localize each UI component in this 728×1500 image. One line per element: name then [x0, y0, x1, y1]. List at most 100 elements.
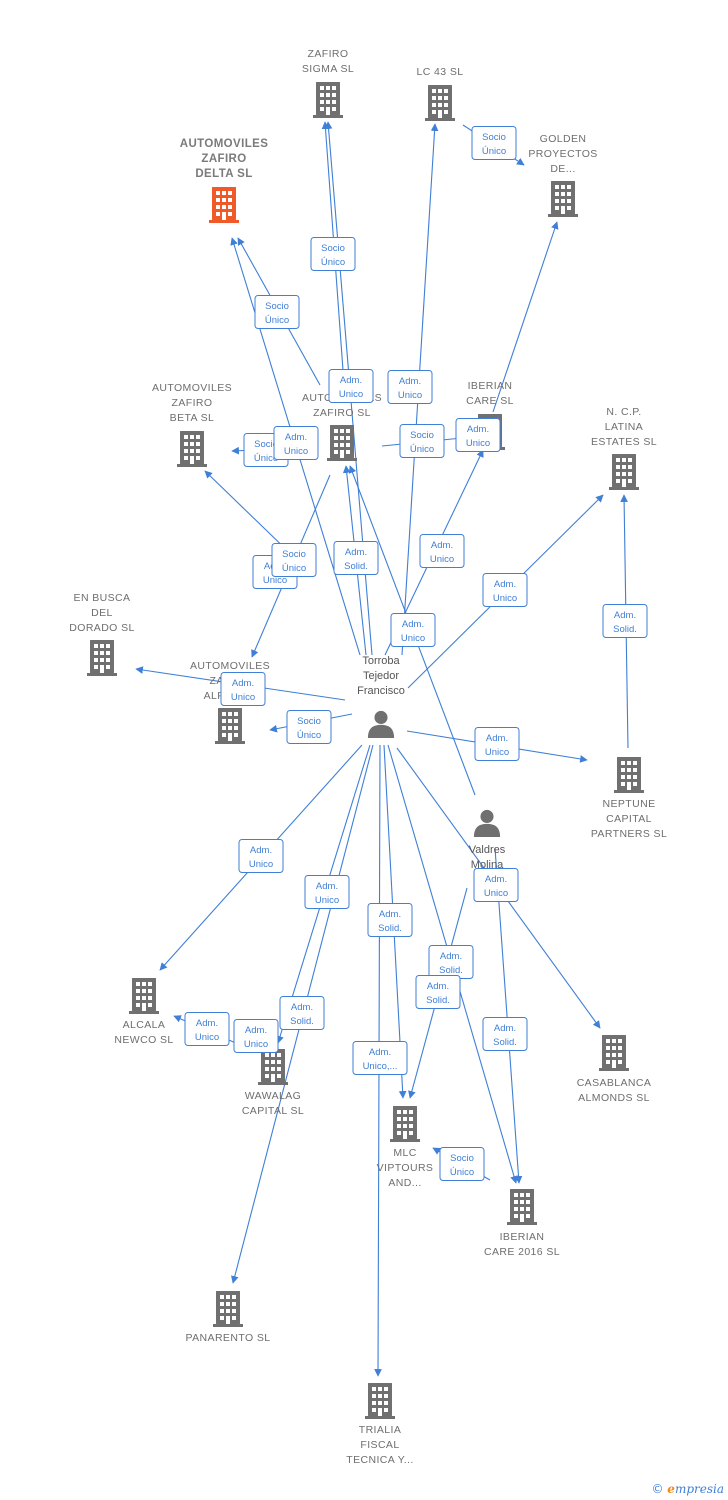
svg-text:Adm.Unico: Adm.Unico [339, 375, 363, 400]
building-icon [213, 1291, 243, 1327]
edges-layer [135, 121, 629, 1377]
edge-label[interactable]: Adm.Unico [390, 613, 436, 647]
building-icon [390, 1106, 420, 1142]
building-icon [425, 85, 455, 121]
svg-text:Adm.Solid.: Adm.Solid. [378, 909, 402, 934]
node-label: PANARENTO SL [186, 1332, 271, 1344]
svg-text:Adm.Unico: Adm.Unico [485, 733, 509, 758]
edge-label[interactable]: Adm.Solid. [333, 541, 379, 575]
edge-label[interactable]: Adm.Solid. [482, 1017, 528, 1051]
edge-label[interactable]: Adm.Unico [328, 369, 374, 403]
edge-label[interactable]: Adm.Solid. [367, 903, 413, 937]
brand-name: mpresia [674, 1482, 724, 1496]
edge-label[interactable]: Adm.Unico [304, 875, 350, 909]
svg-text:Adm.Unico: Adm.Unico [315, 881, 339, 906]
building-icon [209, 187, 239, 223]
edge-label[interactable]: Adm.Unico [184, 1012, 230, 1046]
edge-label[interactable]: Adm.Solid. [279, 996, 325, 1030]
svg-text:Adm.Solid.: Adm.Solid. [344, 547, 368, 572]
brand-footer[interactable]: © empresia [651, 1482, 724, 1496]
edge-iberian_care-to-golden [492, 221, 559, 413]
edge-label[interactable]: Adm.Unico [387, 370, 433, 404]
node-panarento[interactable]: PANARENTO SL [186, 1291, 271, 1344]
building-icon [177, 431, 207, 467]
svg-text:Adm.Unico: Adm.Unico [249, 845, 273, 870]
brand-initial: e [667, 1482, 675, 1496]
svg-text:Adm.Unico: Adm.Unico [244, 1025, 268, 1050]
edge-label[interactable]: Adm.Unico [473, 868, 519, 902]
edge-label[interactable]: Adm.Solid. [428, 945, 474, 979]
svg-text:Adm.Unico: Adm.Unico [430, 540, 454, 565]
edge-label[interactable]: Adm.Solid. [415, 975, 461, 1009]
svg-text:Adm.Solid.: Adm.Solid. [439, 951, 463, 976]
copyright-icon: © [651, 1482, 664, 1496]
svg-text:Adm.Solid.: Adm.Solid. [613, 610, 637, 635]
edge-label[interactable]: Adm.Unico [220, 672, 266, 706]
building-icon [87, 640, 117, 676]
building-icon [313, 82, 343, 118]
edge-label[interactable]: Adm.Unico [474, 727, 520, 761]
building-icon [609, 454, 639, 490]
building-icon [507, 1189, 537, 1225]
edge-label[interactable]: Adm.Unico,... [352, 1041, 408, 1075]
svg-text:Adm.Unico: Adm.Unico [493, 579, 517, 604]
edge-label[interactable]: Adm.Unico [273, 426, 319, 460]
building-icon [599, 1035, 629, 1071]
svg-text:Adm.Unico,...: Adm.Unico,... [363, 1047, 398, 1072]
svg-text:Adm.Solid.: Adm.Solid. [290, 1002, 314, 1027]
building-icon [129, 978, 159, 1014]
edge-label[interactable]: Adm.Solid. [602, 604, 648, 638]
edge-label[interactable]: Adm.Unico [238, 839, 284, 873]
svg-text:Adm.Unico: Adm.Unico [484, 874, 508, 899]
svg-text:Adm.Unico: Adm.Unico [195, 1018, 219, 1043]
building-icon [258, 1049, 288, 1085]
edge-valdres-to-iberian2016 [494, 847, 523, 1184]
svg-text:Adm.Unico: Adm.Unico [284, 432, 308, 457]
building-icon [548, 181, 578, 217]
node-lc43[interactable]: LC 43 SL [417, 66, 464, 121]
svg-text:Adm.Solid.: Adm.Solid. [426, 981, 450, 1006]
svg-text:Adm.Solid.: Adm.Solid. [493, 1023, 517, 1048]
edge-label[interactable]: Adm.Unico [482, 573, 528, 607]
edge-label[interactable]: Adm.Unico [419, 534, 465, 568]
edge-label[interactable]: Adm.Unico [455, 418, 501, 452]
edge-label[interactable]: Adm.Unico [233, 1019, 279, 1053]
